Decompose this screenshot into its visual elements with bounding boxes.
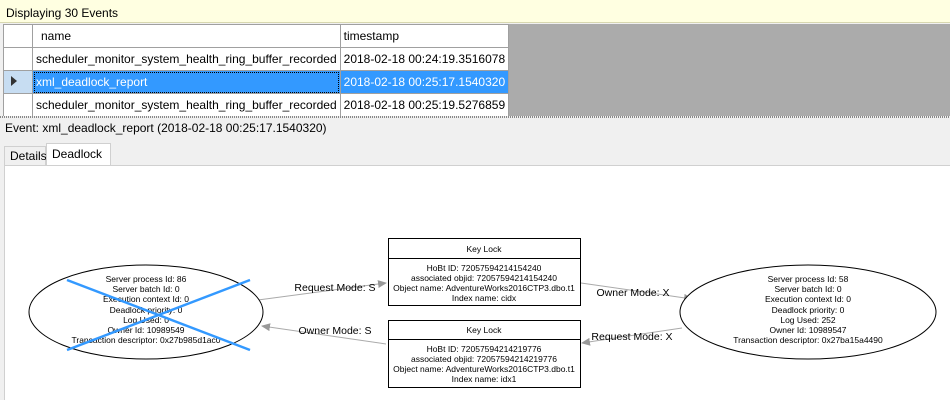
event-timestamp[interactable]: 2018-02-18 00:25:17.1540320: [339, 70, 510, 94]
edge-bottom-owner: [261, 323, 387, 345]
process-detail: Execution context Id: 0: [103, 294, 189, 304]
event-label: Event: xml_deadlock_report (2018-02-18 0…: [5, 121, 327, 135]
row-header-corner: [3, 24, 33, 48]
process-detail: Server batch Id: 0: [112, 284, 179, 294]
process-detail: Owner Id: 10989547: [769, 325, 846, 335]
process-detail: Server process Id: 86: [106, 274, 187, 284]
event-timestamp[interactable]: 2018-02-18 00:24:19.3516078: [339, 47, 510, 71]
process-detail: Server process Id: 58: [768, 274, 849, 284]
resource-title: Key Lock: [467, 325, 503, 335]
edge-top-owner: [580, 282, 693, 302]
resource-node-key-lock[interactable]: Key Lock HoBt ID: 72057594214154240 asso…: [388, 238, 581, 306]
row-header[interactable]: [3, 70, 33, 94]
process-detail: Transaction descriptor: 0x27ba15a4490: [733, 335, 883, 345]
process-detail: Log Used: 252: [780, 315, 836, 325]
tab-details[interactable]: Details: [4, 146, 47, 165]
event-name[interactable]: scheduler_monitor_system_health_ring_buf…: [32, 93, 341, 117]
events-grid: name timestamp scheduler_monitor_system_…: [3, 24, 950, 117]
event-timestamp[interactable]: 2018-02-18 00:25:19.5276859: [339, 93, 510, 117]
edge-label: Request Mode: X: [591, 331, 672, 343]
process-node[interactable]: Server process Id: 58 Server batch Id: 0…: [679, 264, 937, 360]
table-row[interactable]: scheduler_monitor_system_health_ring_buf…: [3, 93, 510, 117]
process-node-victim[interactable]: Server process Id: 86 Server batch Id: 0…: [28, 264, 264, 360]
resource-detail: HoBt ID: 72057594214154240: [427, 263, 542, 273]
resource-detail: Object name: AdventureWorks2016CTP3.dbo.…: [393, 364, 575, 374]
resource-node-key-lock[interactable]: Key Lock HoBt ID: 72057594214219776 asso…: [388, 320, 581, 388]
process-detail: Server batch Id: 0: [774, 284, 841, 294]
resource-detail: HoBt ID: 72057594214219776: [427, 344, 542, 354]
resource-detail: associated objid: 72057594214154240: [411, 273, 557, 283]
table-row[interactable]: scheduler_monitor_system_health_ring_buf…: [3, 47, 510, 71]
process-detail: Deadlock priority: 0: [772, 305, 845, 315]
status-bar: Displaying 30 Events: [0, 0, 950, 23]
edge-right-request: [581, 327, 683, 346]
current-row-arrow-icon: [11, 76, 17, 86]
resource-title: Key Lock: [467, 244, 503, 254]
resource-detail: Index name: idx1: [452, 374, 517, 384]
resource-detail: Index name: cidx: [452, 293, 517, 303]
event-count: Displaying 30 Events: [6, 6, 119, 20]
edge-label: Request Mode: S: [294, 282, 375, 294]
resource-detail: Object name: AdventureWorks2016CTP3.dbo.…: [393, 283, 575, 293]
event-name[interactable]: scheduler_monitor_system_health_ring_buf…: [32, 47, 341, 71]
tab-deadlock[interactable]: Deadlock: [46, 143, 111, 166]
process-detail: Execution context Id: 0: [765, 294, 851, 304]
victim-cross-icon: [66, 278, 251, 352]
row-header[interactable]: [3, 93, 33, 117]
process-detail: Transaction descriptor: 0x27b985d1ac0: [72, 335, 221, 345]
edge-left-request: [257, 280, 387, 301]
resource-detail: associated objid: 72057594214219776: [411, 354, 557, 364]
edge-label: Owner Mode: X: [597, 287, 670, 299]
splitter[interactable]: [0, 116, 950, 118]
column-header-timestamp[interactable]: timestamp: [339, 24, 510, 48]
process-detail: Owner Id: 10989549: [107, 325, 184, 335]
table-row-selected[interactable]: xml_deadlock_report 2018-02-18 00:25:17.…: [3, 70, 510, 94]
event-name[interactable]: xml_deadlock_report: [32, 70, 341, 94]
edge-label: Owner Mode: S: [299, 325, 372, 337]
